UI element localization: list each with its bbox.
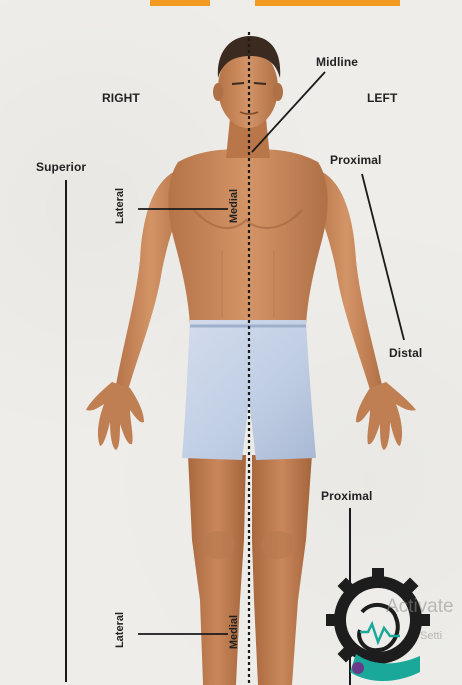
right-ear (213, 83, 223, 101)
right-knee (201, 531, 235, 559)
superior-label: Superior (36, 160, 86, 174)
right-hand (86, 382, 144, 450)
settings-watermark: Setti (420, 630, 442, 642)
medial-lower-label: Medial (228, 610, 240, 654)
proximal-arm-label: Proximal (330, 153, 382, 167)
distal-arm-label: Distal (389, 346, 422, 360)
proximal-leg-label: Proximal (321, 489, 373, 503)
left-ear (273, 83, 283, 101)
lateral-lower-label: Lateral (114, 608, 126, 652)
lateral-upper-label: Lateral (114, 184, 126, 228)
proximal-distal-arm-line (362, 174, 404, 340)
left-side-label: LEFT (367, 91, 397, 105)
right-side-label: RIGHT (102, 91, 140, 105)
activate-watermark: Activate (386, 596, 454, 618)
left-hand (356, 382, 416, 450)
medial-upper-label: Medial (228, 184, 240, 228)
left-knee (261, 531, 295, 559)
left-leg (252, 455, 312, 685)
midline-label: Midline (316, 55, 358, 69)
logo-gear-icon (326, 568, 430, 681)
